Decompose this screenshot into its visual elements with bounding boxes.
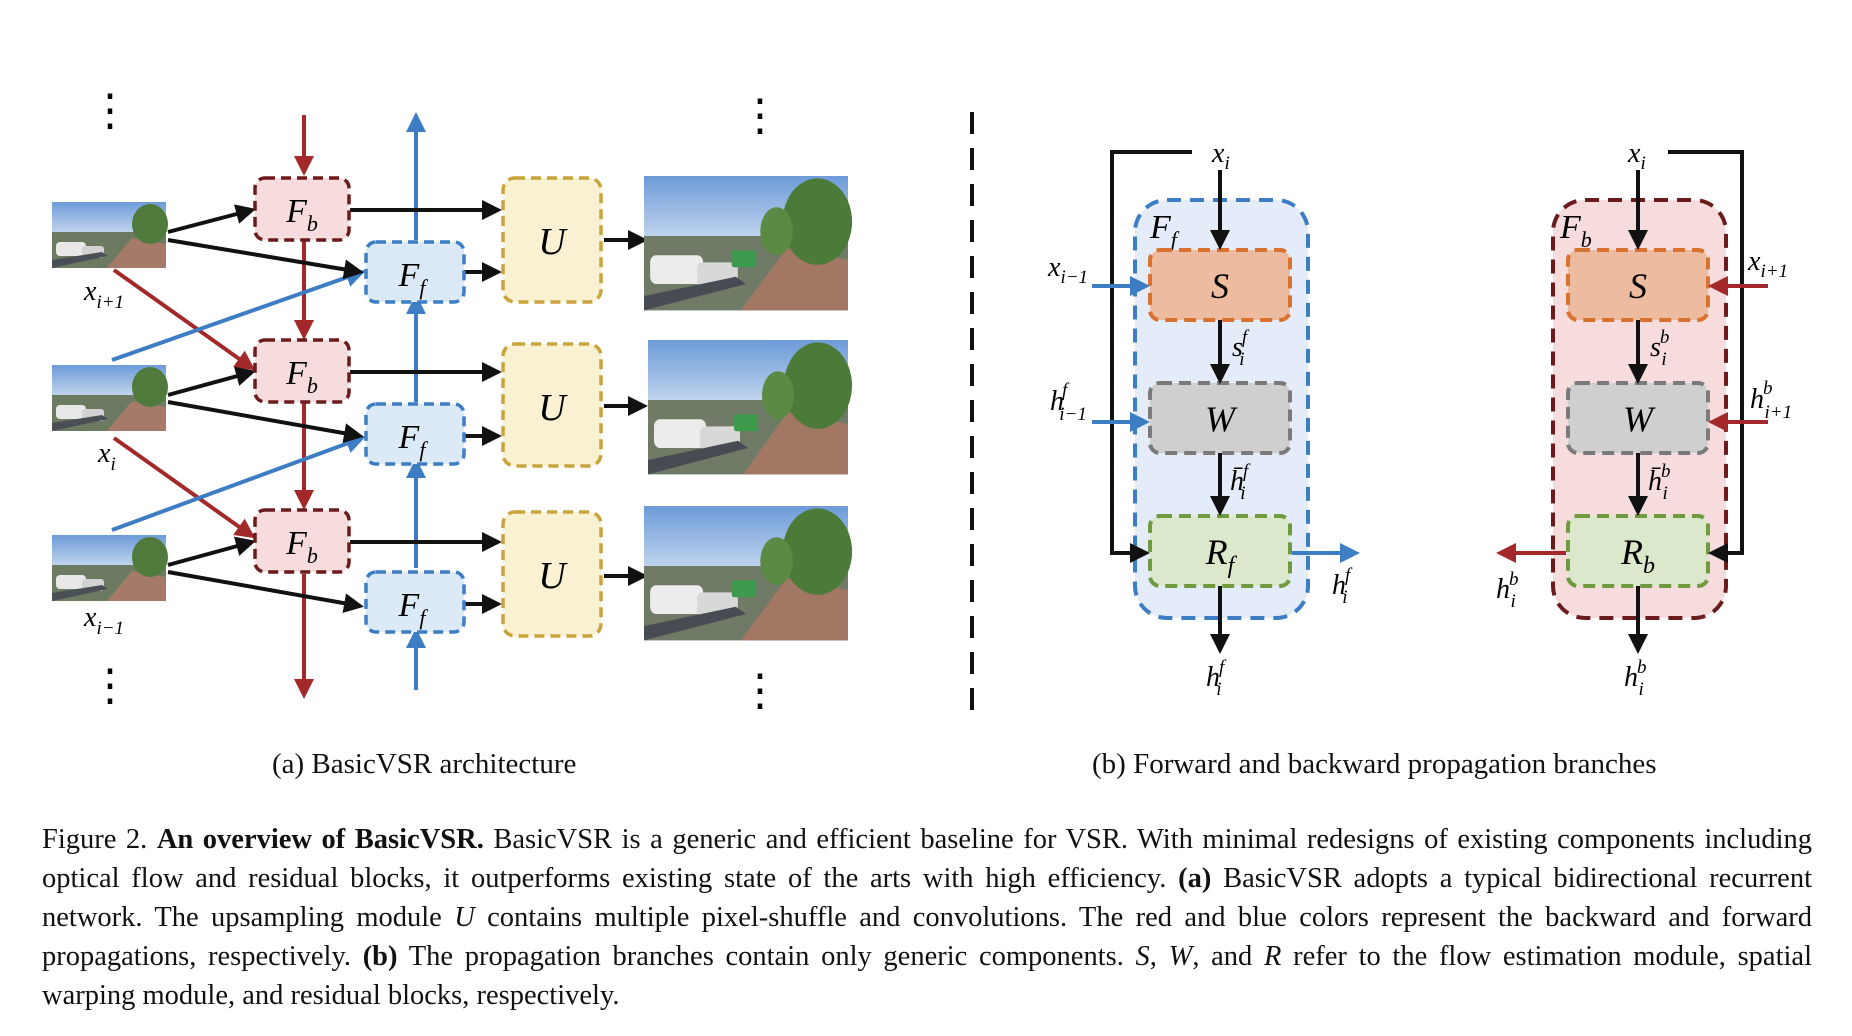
backward-input-x: xi (1627, 138, 1646, 174)
backward-branch-title: Fb (1559, 209, 1592, 252)
svg-text:Ff: Ff (398, 419, 429, 462)
fb-module-middle: Fb (253, 338, 351, 404)
svg-text:W: W (1205, 399, 1238, 439)
backward-input-next: xi+1 (1747, 246, 1788, 282)
output-frame-next (644, 176, 853, 311)
subcaption-b: (b) Forward and backward propagation bra… (1092, 748, 1657, 780)
caption-math-u: U (454, 902, 475, 933)
figure-caption: Figure 2. An overview of BasicVSR. Basic… (42, 820, 1812, 1015)
svg-text:Ff: Ff (398, 587, 429, 630)
input-frame-prev (52, 535, 168, 601)
forward-arrows (111, 112, 426, 690)
caption-text-6: refer to the flow estimation module, spa… (42, 941, 1812, 1011)
figure-number: Figure 2. (42, 824, 148, 855)
ellipsis-bottom-right: ⋮ (738, 666, 782, 715)
upsample-module-middle: U (501, 342, 603, 468)
upsample-module-top: U (501, 176, 603, 304)
svg-text:Rf: Rf (1205, 532, 1238, 579)
caption-math-w: W (1168, 941, 1193, 972)
left-panel: ⋮ ⋮ ⋮ ⋮ xi+1 xi xi−1 (52, 86, 853, 715)
svg-text:U: U (538, 555, 568, 597)
forward-s-module (1148, 248, 1292, 322)
ellipsis-top-right: ⋮ (738, 91, 782, 140)
ellipsis-bottom-left: ⋮ (88, 661, 132, 710)
upsample-module-bottom: U (501, 510, 603, 638)
forward-r-module (1148, 514, 1292, 588)
figure-diagram: ⋮ ⋮ ⋮ ⋮ xi+1 xi xi−1 (52, 86, 1792, 722)
fb-module-bottom: Fb (253, 508, 351, 574)
forward-input-x: xi (1211, 138, 1230, 174)
svg-text:Ff: Ff (398, 257, 429, 300)
svg-text:S: S (1211, 266, 1229, 306)
caption-bold-b: (b) (362, 941, 398, 972)
caption-title: An overview of BasicVSR. (156, 824, 484, 855)
ff-module-middle: Ff (364, 402, 466, 466)
subcaption-a: (a) BasicVSR architecture (272, 748, 577, 780)
input-frame-current (52, 365, 168, 431)
caption-text-3: contains multiple pixel-shuffle and conv… (42, 902, 1812, 972)
input-frame-next (52, 202, 168, 268)
svg-text:Fb: Fb (285, 525, 318, 568)
output-frame-current (648, 340, 852, 475)
input-label-next: xi+1 (83, 276, 124, 313)
svg-text:U: U (538, 387, 568, 429)
caption-text-5: , and (1192, 941, 1264, 972)
ff-module-bottom: Ff (364, 570, 466, 634)
svg-text:Rb: Rb (1620, 532, 1655, 579)
ellipsis-top-left: ⋮ (88, 86, 132, 135)
caption-comma: , (1149, 941, 1169, 972)
data-arrows (167, 200, 648, 614)
caption-text-2: BasicVSR adopts a typical bidirectional … (42, 863, 1812, 933)
svg-text:Fb: Fb (285, 355, 318, 398)
ff-module-top: Ff (364, 240, 466, 304)
caption-math-s: S (1135, 941, 1150, 972)
svg-text:S: S (1629, 266, 1647, 306)
svg-text:U: U (538, 221, 568, 263)
caption-math-r: R (1264, 941, 1282, 972)
svg-text:W: W (1623, 399, 1656, 439)
forward-branch-title: Ff (1149, 209, 1180, 252)
fb-module-top: Fb (253, 176, 351, 242)
caption-bold-a: (a) (1178, 863, 1212, 894)
input-label-prev: xi−1 (83, 602, 124, 639)
input-label-current: xi (97, 438, 116, 475)
caption-text-1: BasicVSR is a generic and efficient base… (42, 824, 1812, 894)
output-frame-prev (644, 506, 853, 641)
caption-text-4: The propagation branches contain only ge… (397, 941, 1136, 972)
svg-text:Fb: Fb (285, 193, 318, 236)
forward-input-prev: xi−1 (1047, 252, 1088, 288)
